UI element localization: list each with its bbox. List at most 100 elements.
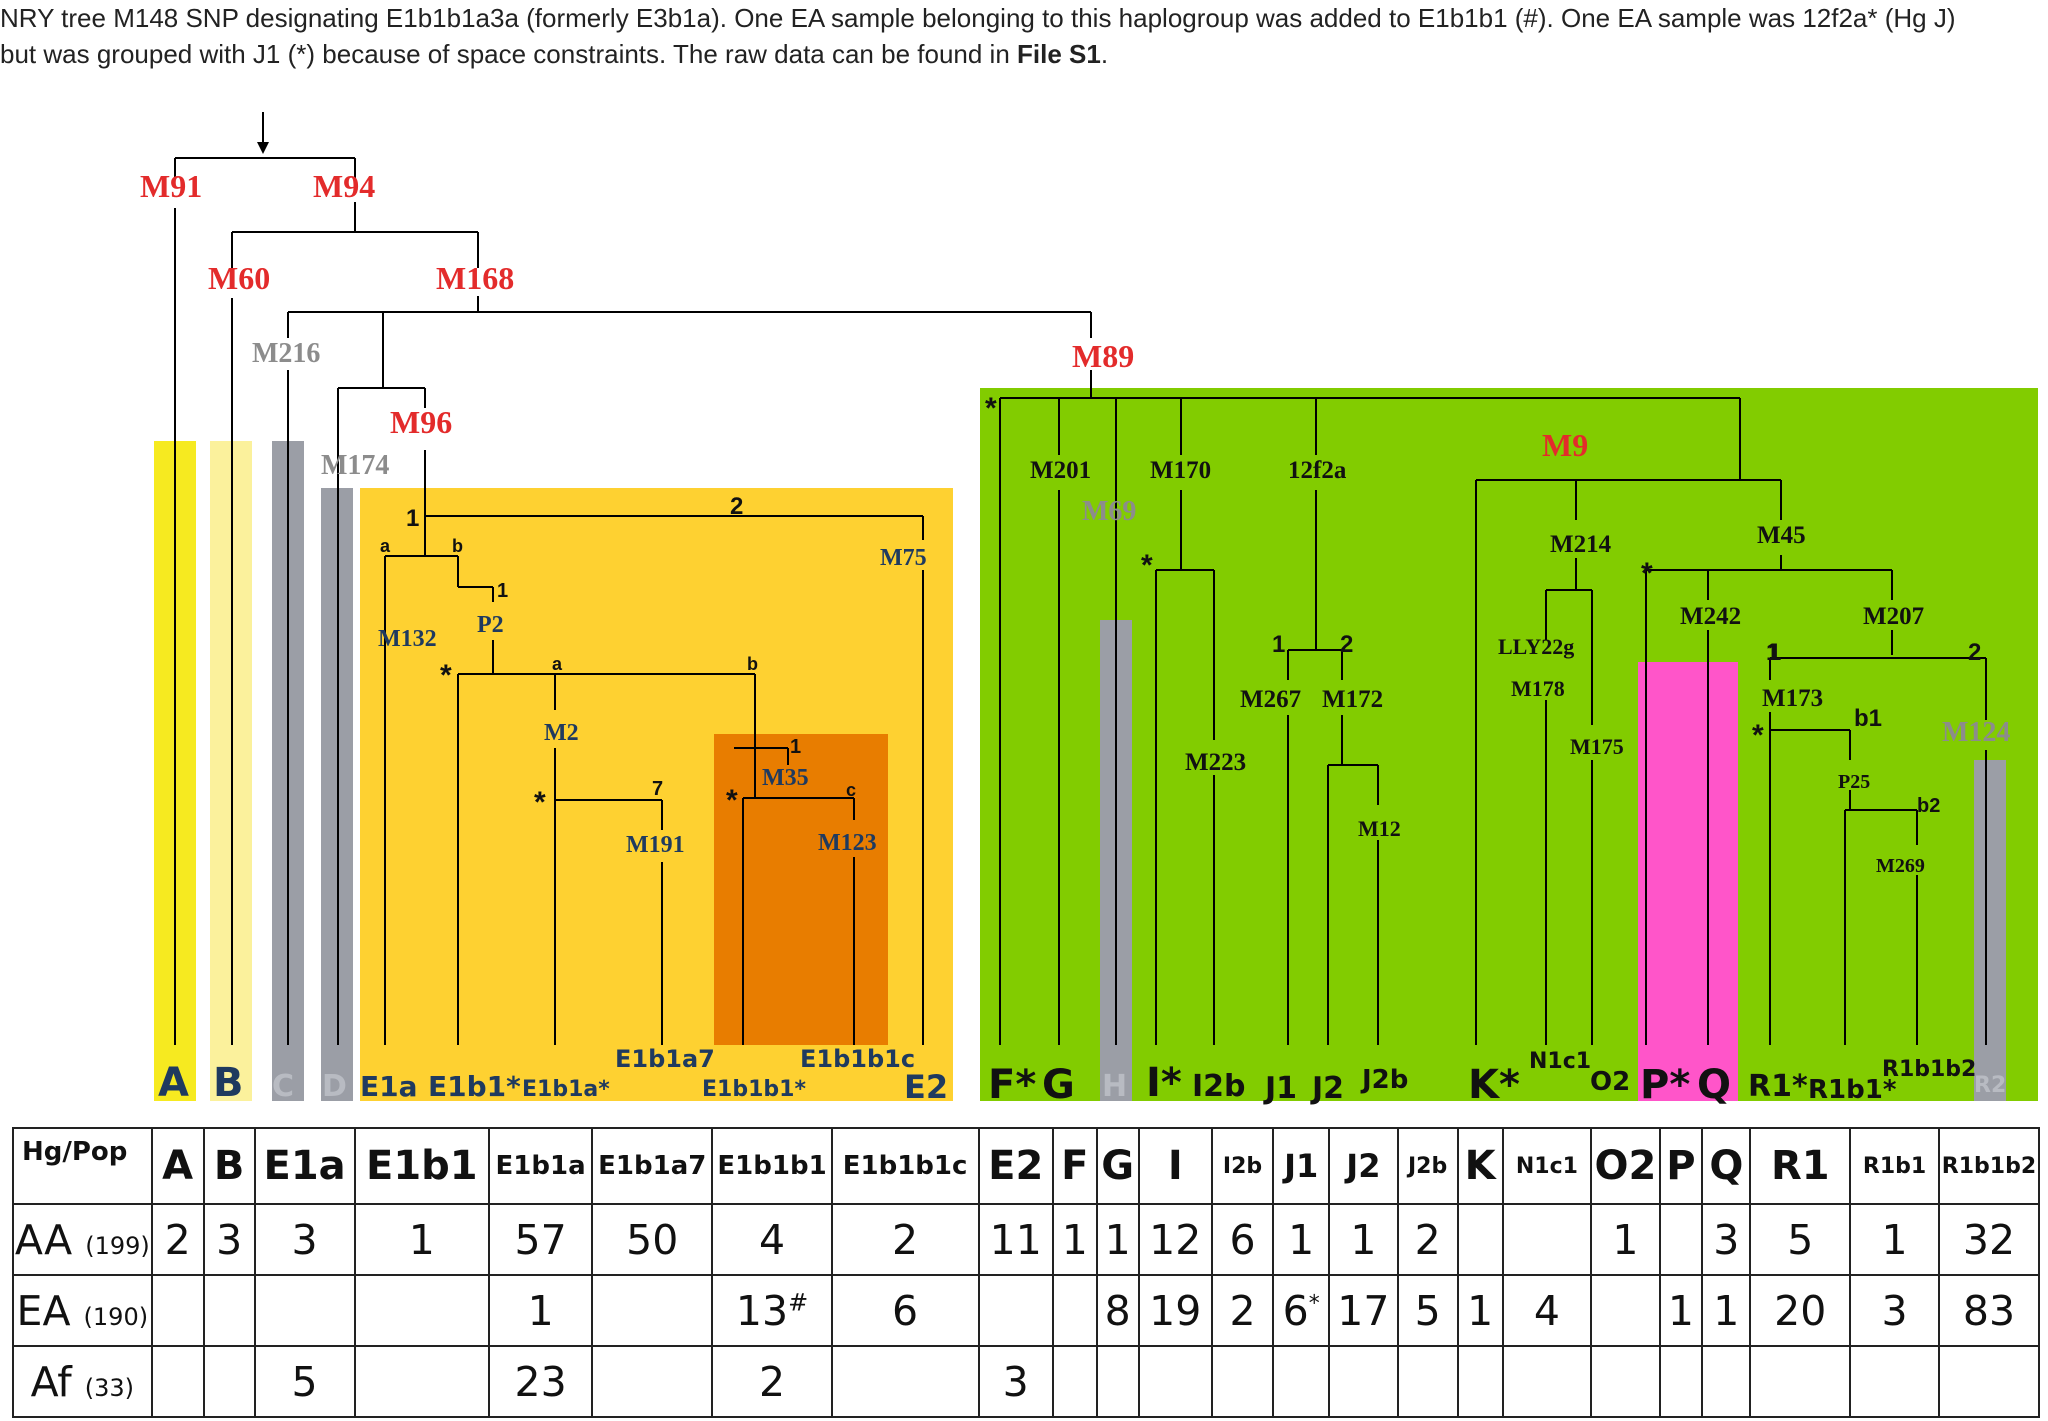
- table-cell: [253, 1274, 356, 1347]
- table-cell: 1: [1328, 1203, 1399, 1276]
- marker-m216: M216: [252, 338, 320, 369]
- table-cell: [202, 1274, 256, 1347]
- star-p: *: [1641, 557, 1653, 590]
- figure-caption: NRY tree M148 SNP designating E1b1b1a3a …: [0, 0, 2048, 72]
- marker-m89: M89: [1072, 338, 1134, 374]
- table-cell: 23: [488, 1345, 594, 1418]
- star-e1b1b1: *: [726, 784, 738, 817]
- caption-line-1: NRY tree M148 SNP designating E1b1b1a3a …: [0, 3, 1956, 33]
- col-header: K: [1456, 1127, 1504, 1205]
- table-cell: [1937, 1345, 2041, 1418]
- row-label-pop: EA: [16, 1286, 71, 1335]
- table-row-af: Af (33) 5 23 2 3: [12, 1345, 2041, 1418]
- leaf-g: G: [1042, 1062, 1075, 1108]
- row-label: EA (190): [12, 1274, 153, 1347]
- table-cell: 3: [1701, 1203, 1752, 1276]
- row-label-n: (33): [84, 1373, 134, 1402]
- root-arrow-head: [257, 142, 269, 154]
- branch-letter-b2: b: [747, 654, 758, 674]
- table-cell: 32: [1937, 1203, 2041, 1276]
- leaf-r1-star: R1*: [1748, 1069, 1808, 1104]
- marker-m172: M172: [1322, 686, 1383, 713]
- cell-value: 13: [735, 1286, 789, 1335]
- row-label-n: (199): [85, 1231, 150, 1260]
- table-cell: [1456, 1345, 1504, 1418]
- table-cell: 4: [1501, 1274, 1593, 1347]
- table-cell: 2: [830, 1203, 980, 1276]
- table-cell: 19: [1137, 1274, 1213, 1347]
- table-cell: 3: [1849, 1274, 1940, 1347]
- caption-line-2-text: but was grouped with J1 (*) because of s…: [0, 39, 1018, 69]
- marker-p2: P2: [477, 612, 504, 638]
- marker-m75: M75: [880, 545, 927, 571]
- leaf-n1c1: N1c1: [1529, 1049, 1591, 1074]
- table-cell: [1051, 1345, 1098, 1418]
- table-cell: [150, 1274, 205, 1347]
- leaf-d: D: [322, 1069, 347, 1104]
- table-cell: 1: [1849, 1203, 1940, 1276]
- leaf-f-star: F*: [988, 1062, 1036, 1108]
- table-cell: [1701, 1345, 1752, 1418]
- table-cell: [1590, 1274, 1661, 1347]
- table-cell: 8: [1095, 1274, 1140, 1347]
- table-cell: 11: [977, 1203, 1054, 1276]
- table-cell: 5: [1396, 1274, 1459, 1347]
- marker-p25: P25: [1838, 771, 1870, 793]
- col-header: E1b1a7: [591, 1127, 714, 1205]
- table-cell: 3: [977, 1345, 1054, 1418]
- table-cell: 1: [1095, 1203, 1140, 1276]
- table-cell: [1590, 1345, 1661, 1418]
- table-cell: [1396, 1345, 1459, 1418]
- table-cell: [591, 1274, 714, 1347]
- leaf-a: A: [158, 1060, 189, 1106]
- col-header: R1: [1749, 1127, 1852, 1205]
- table-cell: [202, 1345, 256, 1418]
- marker-m94: M94: [313, 168, 375, 204]
- table-cell: 83: [1937, 1274, 2041, 1347]
- leaf-q: Q: [1697, 1062, 1731, 1108]
- star-e1b1: *: [440, 659, 452, 692]
- branch-num-r-2: 2: [1968, 639, 1981, 666]
- leaf-r2: R2: [1974, 1073, 2006, 1098]
- table-cell: 5: [253, 1345, 356, 1418]
- table-cell: 2: [1396, 1203, 1459, 1276]
- col-header: P: [1658, 1127, 1704, 1205]
- haplogroup-frequency-table: Hg/Pop A B E1a E1b1 E1b1a E1b1a7 E1b1b1 …: [12, 1127, 2041, 1418]
- table-cell: 6: [1210, 1203, 1275, 1276]
- marker-m214: M214: [1550, 531, 1612, 558]
- marker-m207: M207: [1863, 603, 1924, 630]
- table-cell: [150, 1345, 205, 1418]
- table-cell: 57: [488, 1203, 594, 1276]
- marker-m132: M132: [378, 626, 437, 652]
- leaf-e1b1a7: E1b1a7: [615, 1045, 715, 1073]
- marker-m178: M178: [1511, 676, 1565, 701]
- col-header: F: [1051, 1127, 1098, 1205]
- col-header: J1: [1272, 1127, 1331, 1205]
- table-cell: 1: [1051, 1203, 1098, 1276]
- col-header: E1b1b1c: [830, 1127, 980, 1205]
- col-header: A: [150, 1127, 205, 1205]
- col-header: J2b: [1396, 1127, 1459, 1205]
- col-header: Q: [1701, 1127, 1752, 1205]
- table-cell: 1: [1658, 1274, 1704, 1347]
- col-header: J2: [1328, 1127, 1399, 1205]
- cell-value: 6: [1282, 1286, 1309, 1335]
- table-cell: 1: [1590, 1203, 1661, 1276]
- star-e1b1a: *: [534, 786, 546, 819]
- marker-m201: M201: [1030, 457, 1091, 484]
- marker-m91: M91: [140, 168, 202, 204]
- leaf-k-star: K*: [1468, 1062, 1520, 1108]
- branch-num-j1: 1: [1272, 631, 1285, 658]
- marker-m96: M96: [390, 404, 452, 440]
- black-markers: M201 M170 12f2a M214 M45 M223 M267 M172 …: [1030, 457, 1925, 877]
- haplogroup-tree: M91 M94 M60 M168 M89 M96 M9 M216 M174 M6…: [140, 112, 2038, 1108]
- table-cell: 2: [150, 1203, 205, 1276]
- leaf-r1b1-star: R1b1*: [1808, 1075, 1897, 1105]
- marker-m12: M12: [1358, 816, 1401, 841]
- star-i: *: [1141, 549, 1153, 582]
- branch-num-e-2: 2: [730, 493, 743, 520]
- leaf-c: C: [272, 1069, 294, 1104]
- table-cell: [353, 1345, 491, 1418]
- row-label: AA (199): [12, 1203, 153, 1276]
- table-cell: [1328, 1345, 1399, 1418]
